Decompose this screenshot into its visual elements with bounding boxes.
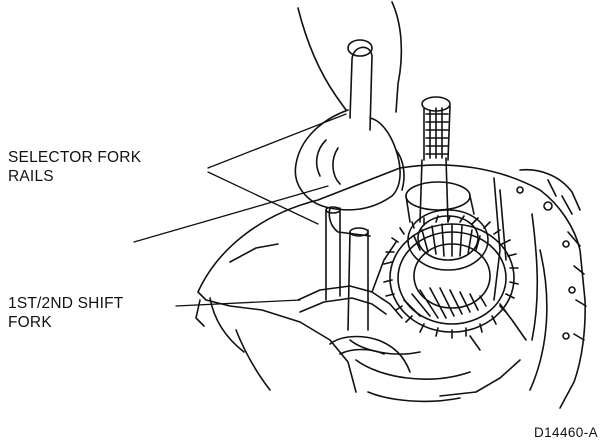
selector-fork-rail-front	[347, 227, 369, 331]
shift-fork	[297, 241, 403, 319]
label-line: SELECTOR FORK	[8, 149, 142, 166]
leader-shift-fork	[175, 299, 301, 307]
label-line: RAILS	[8, 168, 54, 185]
output-bearing	[329, 335, 411, 373]
selector-fork-rail-rear	[325, 206, 341, 301]
transmission-case	[195, 164, 587, 409]
selector-fork-rails-label: SELECTOR FORK RAILS	[8, 148, 141, 186]
figure-id: D14460-A	[534, 425, 598, 440]
technician-hand	[294, 1, 405, 237]
leader-selector-to-rail	[133, 185, 329, 243]
leader-selector-upper	[207, 113, 347, 169]
label-line: 1ST/2ND SHIFT	[8, 295, 124, 312]
leader-selector-lower	[207, 171, 319, 225]
label-line: FORK	[8, 314, 52, 331]
callout-leader-lines	[133, 113, 347, 307]
shift-fork-label: 1ST/2ND SHIFT FORK	[8, 294, 123, 332]
input-shaft	[419, 96, 451, 223]
